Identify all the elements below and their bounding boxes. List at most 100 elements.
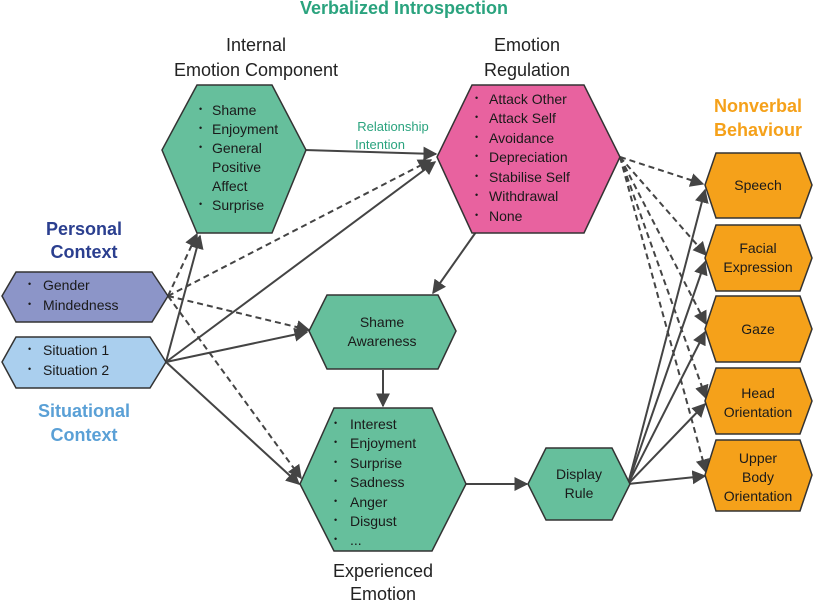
nonverbal-title-line1: Nonverbal xyxy=(714,96,802,116)
experienced-item: Sadness xyxy=(350,474,404,490)
regulation-item: Attack Self xyxy=(489,110,556,126)
shame-awareness-line1: Shame xyxy=(360,314,405,330)
speech-hexagon xyxy=(704,152,813,219)
bullet: • xyxy=(28,299,31,309)
speech-node: Speech xyxy=(704,152,813,219)
situational-context-title-line2: Context xyxy=(51,425,118,445)
edge-regulation-gaze xyxy=(619,156,707,326)
edge-personal-internal xyxy=(167,232,199,297)
situational-context-title-line1: Situational xyxy=(38,401,130,421)
experienced-item: Interest xyxy=(350,416,397,432)
internal-emotion-hexagon xyxy=(161,84,307,234)
situational-context-hexagon xyxy=(1,336,167,389)
shame-awareness-node: Shame Awareness xyxy=(308,294,457,370)
regulation-item: Withdrawal xyxy=(489,188,558,204)
shame-awareness-line2: Awareness xyxy=(347,333,416,349)
bullet: • xyxy=(334,437,337,447)
internal-item: Affect xyxy=(212,178,248,194)
upper-body-label-line2: Body xyxy=(742,469,774,485)
edge-regulation-upperbody xyxy=(619,156,710,474)
situational-context-node: • Situation 1 • Situation 2 xyxy=(1,336,167,389)
bullet: • xyxy=(475,190,478,200)
upper-body-label-line1: Upper xyxy=(739,450,777,466)
upper-body-label-line3: Orientation xyxy=(724,488,792,504)
gaze-hexagon xyxy=(704,295,813,363)
head-label-line1: Head xyxy=(741,385,774,401)
bullet: • xyxy=(334,534,337,544)
gaze-node: Gaze xyxy=(704,295,813,363)
edge-regulation-head xyxy=(619,156,709,400)
situational-item: Situation 2 xyxy=(43,362,109,378)
bullet: • xyxy=(199,199,202,209)
bullet: • xyxy=(28,279,31,289)
bullet: • xyxy=(475,210,478,220)
regulation-item: Attack Other xyxy=(489,91,567,107)
emotion-regulation-hexagon xyxy=(436,84,621,234)
regulation-item: None xyxy=(489,208,523,224)
situational-item: Situation 1 xyxy=(43,342,109,358)
bullet: • xyxy=(475,132,478,142)
bullet: • xyxy=(334,476,337,486)
experienced-title-line2: Emotion xyxy=(350,584,416,602)
bullet: • xyxy=(475,93,478,103)
facial-expression-node: Facial Expression xyxy=(704,224,813,292)
edge-display-speech xyxy=(627,188,709,485)
bullet: • xyxy=(475,112,478,122)
personal-context-title-line1: Personal xyxy=(46,219,122,239)
head-orientation-hexagon xyxy=(704,367,813,435)
personal-item: Mindedness xyxy=(43,297,119,313)
edge-display-head xyxy=(627,402,706,485)
bullet: • xyxy=(475,171,478,181)
head-orientation-node: Head Orientation xyxy=(704,367,813,435)
display-rule-line1: Display xyxy=(556,466,602,482)
head-label-line2: Orientation xyxy=(724,404,792,420)
personal-context-node: • Gender • Mindedness xyxy=(1,271,169,323)
edge-situational-shame xyxy=(165,327,309,363)
edge-internal-regulation xyxy=(304,146,438,161)
experienced-title-line1: Experienced xyxy=(333,561,433,581)
relationship-intention-line1: Relationship xyxy=(357,119,429,134)
upper-body-orientation-hexagon xyxy=(704,439,813,512)
experienced-item: Enjoyment xyxy=(350,435,416,451)
bullet: • xyxy=(199,104,202,114)
experienced-emotion-node: • Interest • Enjoyment • Surprise • Sadn… xyxy=(299,407,467,552)
personal-item: Gender xyxy=(43,277,90,293)
verbalized-introspection-title: Verbalized Introspection xyxy=(300,0,508,18)
regulation-item: Depreciation xyxy=(489,149,568,165)
edge-personal-experienced xyxy=(167,295,302,480)
bullet: • xyxy=(199,142,202,152)
internal-title-line1: Internal xyxy=(226,35,286,55)
edge-display-upperbody xyxy=(627,470,707,485)
bullet: • xyxy=(475,151,478,161)
edge-personal-shame xyxy=(167,295,311,334)
bullet: • xyxy=(334,418,337,428)
speech-label: Speech xyxy=(734,177,781,193)
facial-expression-hexagon xyxy=(704,224,813,292)
regulation-title-line2: Regulation xyxy=(484,60,570,80)
emotion-regulation-node: • Attack Other • Attack Self • Avoidance… xyxy=(436,84,621,234)
edge-display-gaze xyxy=(627,330,706,485)
edge-situational-experienced xyxy=(165,361,301,485)
experienced-item: ... xyxy=(350,532,362,548)
bullet: • xyxy=(28,364,31,374)
experienced-item: Anger xyxy=(350,494,388,510)
display-rule-line2: Rule xyxy=(565,485,594,501)
display-rule-hexagon xyxy=(527,447,631,521)
shame-awareness-hexagon xyxy=(308,294,457,370)
personal-context-hexagon xyxy=(1,271,169,323)
experienced-emotion-hexagon xyxy=(299,407,467,552)
facial-label-line1: Facial xyxy=(739,240,776,256)
facial-label-line2: Expression xyxy=(723,259,792,275)
bullet: • xyxy=(334,515,337,525)
edge-display-facial xyxy=(627,260,708,485)
upper-body-orientation-node: Upper Body Orientation xyxy=(704,439,813,512)
internal-emotion-node: • Shame • Enjoyment • General Positive A… xyxy=(161,84,307,234)
regulation-item: Stabilise Self xyxy=(489,169,570,185)
display-rule-node: Display Rule xyxy=(527,447,631,521)
nonverbal-title-line2: Behaviour xyxy=(714,120,802,140)
edges xyxy=(165,146,710,491)
regulation-title-line1: Emotion xyxy=(494,35,560,55)
internal-item: Enjoyment xyxy=(212,121,278,137)
personal-context-title-line2: Context xyxy=(51,242,118,262)
